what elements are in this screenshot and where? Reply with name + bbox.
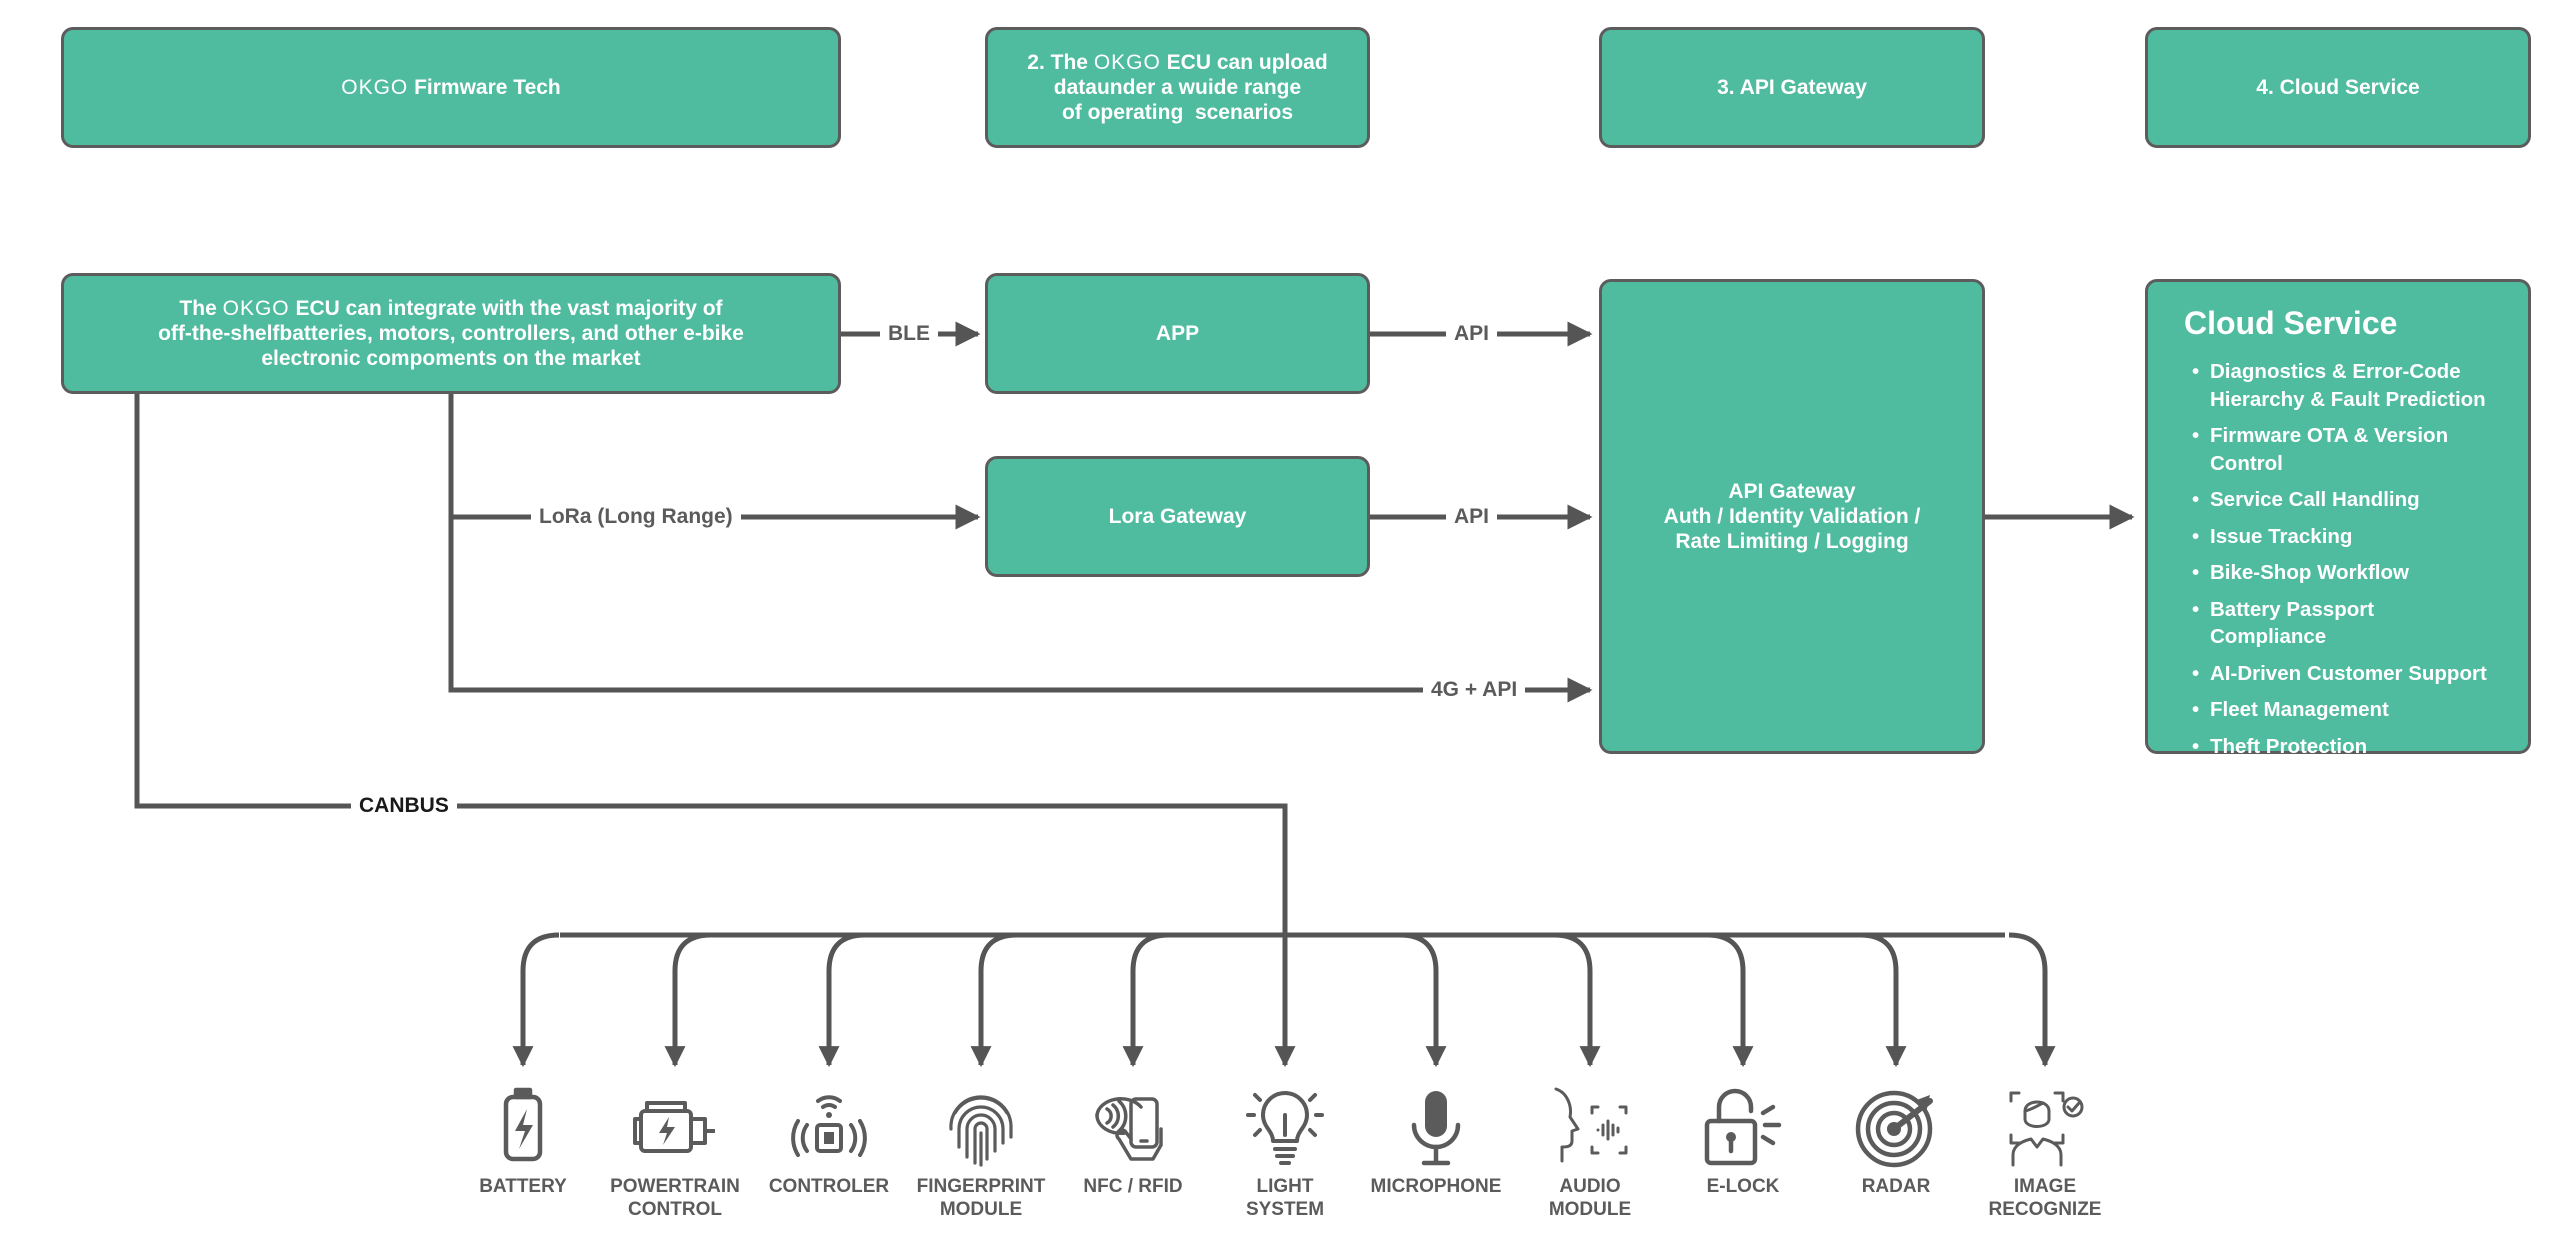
cloud-item: Issue Tracking: [2192, 523, 2492, 551]
peripheral-fingerprint: FINGERPRINT MODULE: [901, 1085, 1061, 1221]
cloud-service-title: Cloud Service: [2184, 305, 2398, 341]
cloud-service-box: Cloud Service Diagnostics & Error-Code H…: [2145, 279, 2531, 760]
peripheral-label: NFC / RFID: [1083, 1176, 1183, 1197]
api-label-lora: API: [1446, 504, 1498, 530]
cloud-header-title: 4. Cloud Service: [2256, 76, 2420, 99]
peripheral-label: E-LOCK: [1706, 1176, 1780, 1197]
canbus-line: [134, 393, 1288, 935]
bus-drop-4: [1122, 932, 1170, 1068]
peripheral-nfc: NFC / RFID: [1053, 1085, 1213, 1198]
api-gateway-header-title: 3. API Gateway: [1717, 76, 1867, 99]
okgo-logo: OKGO: [222, 297, 290, 320]
fingerprint-icon: [949, 1095, 1013, 1167]
lora-label: LoRa (Long Range): [531, 504, 741, 530]
api-gateway-line3: Rate Limiting / Logging: [1675, 530, 1909, 553]
peripheral-light: LIGHT SYSTEM: [1205, 1085, 1365, 1221]
cloud-item: Firmware OTA & Version Control: [2192, 422, 2492, 477]
ecu-line2: off-the-shelfbatteries, motors, controll…: [158, 322, 744, 345]
lightbulb-icon: [1246, 1091, 1324, 1165]
ecu-box: The OKGO ECU can integrate with the vast…: [61, 273, 841, 394]
okgo-logo: OKGO: [341, 76, 409, 99]
peripheral-label: RADAR: [1861, 1176, 1931, 1197]
peripheral-label: FINGERPRINT MODULE: [916, 1176, 1046, 1220]
lora-gateway-box: Lora Gateway: [985, 456, 1370, 577]
battery-icon: [503, 1087, 543, 1162]
header-api-gateway: 3. API Gateway: [1599, 27, 1985, 148]
ecu-branch-line: [448, 393, 1593, 703]
bus-drop-8: [1706, 932, 1754, 1068]
powertrain-icon: [633, 1101, 715, 1153]
peripheral-audio: AUDIO MODULE: [1510, 1085, 1670, 1221]
peripheral-label: BATTERY: [479, 1176, 567, 1197]
api-gateway-line2: Auth / Identity Validation /: [1663, 505, 1921, 528]
audio-icon: [1554, 1087, 1628, 1163]
microphone-icon: [1411, 1091, 1461, 1166]
bus-drop-9: [1859, 932, 1907, 1068]
header-upload: 2. The OKGO ECU can upload dataunder a w…: [985, 27, 1370, 148]
peripheral-radar: RADAR: [1816, 1085, 1976, 1198]
upload-prefix: 2. The: [1027, 51, 1088, 74]
upload-line3: of operating scenarios: [1061, 101, 1294, 124]
bus-drop-10: [2008, 932, 2056, 1068]
upload-line2: dataunder a wuide range: [1053, 76, 1302, 99]
peripheral-label: CONTROLER: [768, 1176, 890, 1197]
peripheral-battery: BATTERY: [443, 1085, 603, 1198]
cloud-item: Fleet Management: [2192, 696, 2492, 724]
header-cloud-service: 4. Cloud Service: [2145, 27, 2531, 148]
firmware-title: Firmware Tech: [414, 76, 561, 99]
peripheral-powertrain: POWERTRAIN CONTROL: [595, 1085, 755, 1221]
cloud-item: Theft Protection: [2192, 733, 2492, 761]
bus-drop-1: [664, 932, 712, 1068]
face-scan-icon: [2009, 1091, 2084, 1167]
peripheral-label: LIGHT SYSTEM: [1245, 1176, 1325, 1220]
cloud-service-list: Diagnostics & Error-Code Hierarchy & Fau…: [2184, 358, 2492, 760]
nfc-icon: [1095, 1097, 1163, 1161]
lora-gateway-label: Lora Gateway: [1108, 505, 1247, 528]
peripheral-label: AUDIO MODULE: [1548, 1176, 1632, 1220]
cloud-item: Service Call Handling: [2192, 486, 2492, 514]
peripheral-label: POWERTRAIN CONTROL: [610, 1176, 740, 1220]
bus-drop-6: [1399, 932, 1447, 1068]
bus-drop-0: [512, 932, 560, 1068]
header-firmware-tech: OKGO Firmware Tech: [61, 27, 841, 148]
cellular-label: 4G + API: [1423, 677, 1526, 703]
okgo-logo: OKGO: [1093, 51, 1161, 74]
controller-icon: [791, 1095, 867, 1157]
bus-drop-7: [1553, 932, 1601, 1068]
ecu-line1: ECU can integrate with the vast majority…: [295, 297, 723, 320]
bus-drop-3: [970, 932, 1018, 1068]
canbus-label: CANBUS: [351, 793, 457, 819]
app-box: APP: [985, 273, 1370, 394]
ble-label: BLE: [880, 321, 938, 347]
peripheral-image-recognize: IMAGE RECOGNIZE: [1965, 1085, 2125, 1221]
api-gateway-box: API Gateway Auth / Identity Validation /…: [1599, 279, 1985, 754]
peripheral-microphone: MICROPHONE: [1356, 1085, 1516, 1198]
ecu-prefix: The: [179, 297, 217, 320]
peripheral-label: MICROPHONE: [1370, 1176, 1502, 1197]
radar-icon: [1855, 1090, 1933, 1168]
upload-mid: ECU can upload: [1166, 51, 1328, 74]
peripheral-elock: E-LOCK: [1663, 1085, 1823, 1198]
lock-icon: [1704, 1088, 1782, 1166]
api-gateway-title: API Gateway: [1728, 480, 1856, 503]
cloud-item: Battery Passport Compliance: [2192, 596, 2492, 651]
ecu-line3: electronic compoments on the market: [261, 347, 641, 370]
peripheral-label: IMAGE RECOGNIZE: [1988, 1176, 2102, 1220]
api-label-app: API: [1446, 321, 1498, 347]
cloud-item: Bike-Shop Workflow: [2192, 559, 2492, 587]
cloud-item: AI-Driven Customer Support: [2192, 660, 2492, 688]
bus-drop-2: [818, 932, 866, 1068]
peripheral-controller: CONTROLER: [749, 1085, 909, 1198]
app-label: APP: [1155, 322, 1200, 345]
cloud-item: Diagnostics & Error-Code Hierarchy & Fau…: [2192, 358, 2492, 413]
